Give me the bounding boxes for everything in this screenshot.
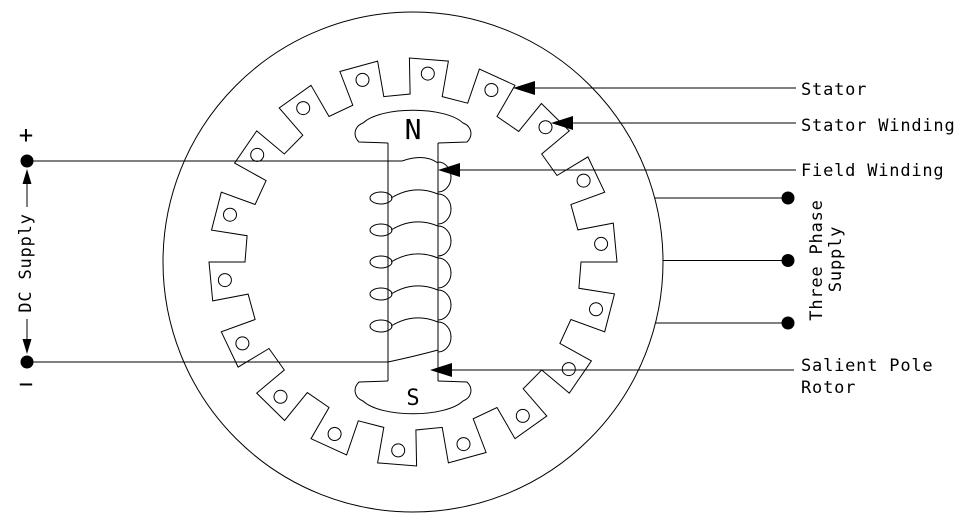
coil-turn-crossing-wire (390, 285, 439, 295)
stator-winding-conductor-circle (576, 173, 591, 188)
stator-winding-conductor-circle (223, 207, 237, 222)
coil-turn-right-bulge (437, 193, 452, 225)
dc-supply-label: DC Supply (16, 213, 36, 312)
salient-pole-rotor-arrowhead-icon (430, 363, 452, 377)
stator-outer-boundary (162, 11, 664, 513)
salient-pole-rotor-label-line2: Rotor (801, 378, 856, 398)
callout-field-winding: Field Winding (438, 161, 944, 181)
three-phase-supply-group: Three Phase Supply (655, 191, 846, 330)
coil-turn-crossing-wire (390, 221, 439, 231)
stator-winding-conductor-circle (538, 120, 553, 135)
stator-winding-conductor-circle (296, 101, 311, 116)
stator-winding-conductor-circle (235, 336, 250, 351)
three-phase-supply-label-line1: Three Phase (807, 199, 827, 320)
stator-winding-arrowhead-icon (551, 116, 573, 130)
south-pole-label: S (406, 386, 419, 411)
field-winding-coil (369, 157, 452, 363)
coil-turn-left-loop (369, 191, 393, 205)
stator-winding-label: Stator Winding (801, 116, 956, 136)
field-winding-label: Field Winding (801, 161, 944, 181)
stator-winding-conductor-circle (327, 427, 342, 441)
three-phase-terminal-dot-1 (781, 191, 795, 205)
coil-turn-right-bulge (437, 225, 452, 257)
stator-winding-conductor-circle (391, 443, 406, 458)
stator-winding-conductor-circle (484, 83, 499, 97)
stator-winding-conductor-circle (589, 302, 603, 317)
three-phase-supply-label-line2: Supply (826, 226, 846, 292)
stator-winding-conductors (217, 66, 609, 458)
dc-positive-label: + (19, 121, 33, 149)
callout-stator-winding: Stator Winding (551, 116, 956, 136)
coil-turn-left-loop (369, 319, 393, 333)
coil-turn-left-loop (369, 255, 393, 269)
coil-turn-right-bulge (437, 321, 452, 353)
stator-arrowhead-icon (513, 81, 535, 95)
stator-winding-conductor-circle (420, 66, 435, 81)
stator-teeth-outline (208, 57, 618, 467)
stator-winding-conductor-circle (561, 362, 576, 377)
coil-turn-right-bulge (437, 289, 452, 321)
stator-winding-conductor-circle (515, 408, 530, 423)
north-pole-shoe (354, 109, 472, 144)
south-pole-shoe (354, 380, 472, 415)
three-phase-terminal-dot-3 (781, 316, 795, 330)
coil-turn-left-loop (369, 223, 393, 237)
stator-winding-conductor-circle (594, 236, 609, 251)
callout-salient-pole-rotor: Salient Pole Rotor (430, 356, 933, 398)
stator-winding-conductor-circle (217, 273, 232, 288)
three-phase-terminal-dot-2 (781, 254, 795, 267)
stator-winding-conductor-circle (250, 147, 265, 162)
stator-label: Stator (801, 80, 867, 100)
coil-turn-right-bulge (437, 161, 452, 193)
coil-turn-crossing-wire (390, 253, 439, 263)
coil-turn-right-bulge (437, 257, 452, 289)
dc-negative-label: − (19, 370, 33, 398)
coil-entry-wire (401, 157, 439, 164)
dc-dimension-arrow-up-icon (22, 169, 32, 184)
salient-pole-rotor-label-line1: Salient Pole (801, 356, 933, 376)
coil-turn-crossing-wire (390, 189, 439, 199)
stator-winding-conductor-circle (456, 437, 471, 452)
stator-winding-conductor-circle (355, 72, 370, 87)
coil-turn-crossing-wire (390, 317, 439, 327)
coil-turn-left-loop (369, 287, 393, 301)
stator-core-teeth (208, 57, 618, 467)
coil-exit-wire (387, 349, 439, 363)
north-pole-label: N (405, 113, 422, 146)
callout-stator: Stator (513, 80, 867, 100)
field-winding-arrowhead-icon (438, 163, 460, 177)
rotor: N S (354, 109, 472, 415)
dc-supply-group: + DC Supply − (16, 121, 402, 398)
dc-dimension-arrow-down-icon (22, 339, 32, 354)
stator-winding-conductor-circle (273, 389, 288, 404)
